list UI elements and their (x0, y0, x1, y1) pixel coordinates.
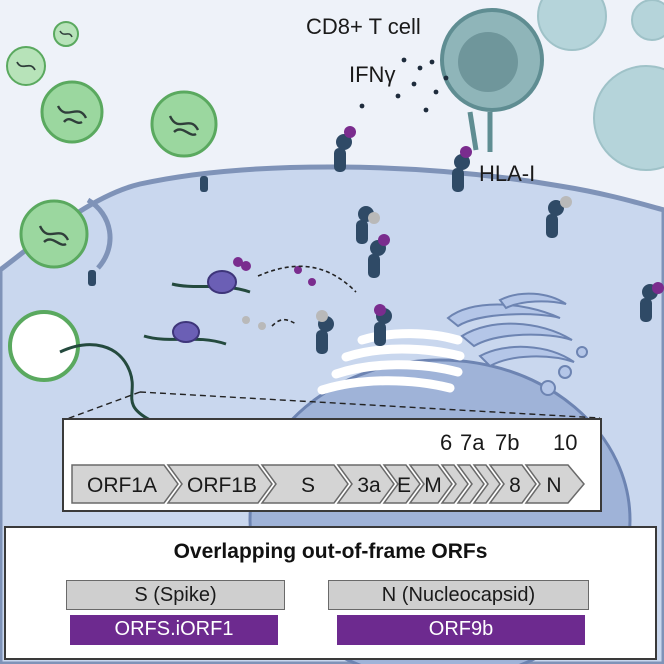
gene-label-e: E (397, 474, 411, 497)
gene-number-6: 6 (440, 430, 453, 455)
gene-arrow-8 (488, 464, 537, 504)
orf9b-bar: ORF9b (337, 615, 585, 645)
gene-label-m: M (424, 474, 442, 497)
gene-label-8: 8 (509, 474, 521, 497)
panel-title: Overlapping out-of-frame ORFs (173, 540, 488, 563)
genome-map-panel: 6 7a 7b 10 ORF1A ORF1B S 3a E M 8 N (62, 418, 602, 512)
iorf1-bar: ORFS.iORF1 (70, 615, 278, 645)
gene-arrow-6 (440, 464, 469, 504)
gene-number-7a: 7a (460, 430, 485, 455)
ifn-gamma-dots (359, 57, 449, 113)
genome-arrows: ORF1A ORF1B S 3a E M 8 N (71, 464, 585, 504)
gene-number-10: 10 (553, 430, 578, 455)
gene-number-7b: 7b (495, 430, 520, 455)
endoplasmic-reticulum (317, 329, 465, 395)
spike-gene-bar: S (Spike) (66, 580, 285, 610)
zoom-guides (63, 391, 601, 421)
ifn-gamma-label: IFNγ (349, 62, 396, 87)
gene-label-orf1a: ORF1A (87, 474, 157, 497)
gene-arrow-s (260, 464, 349, 504)
gene-arrow-m (408, 464, 453, 504)
gene-arrow-7a (456, 464, 485, 504)
gene-arrow-orf1a (71, 464, 179, 504)
gene-arrow-orf1b (166, 464, 273, 504)
hla-molecules (88, 126, 664, 354)
nucleocapsid-gene-bar: N (Nucleocapsid) (328, 580, 589, 610)
peptides (233, 257, 316, 330)
gene-arrow-e (382, 464, 421, 504)
hla-i-label: HLA-I (479, 161, 536, 186)
cd8-t-cell-label: CD8+ T cell (306, 14, 421, 39)
golgi-apparatus (446, 292, 588, 396)
gene-arrow-n (524, 464, 585, 504)
virus-particles (6, 21, 218, 382)
overlapping-orfs-panel: Overlapping out-of-frame ORFs S (Spike) … (4, 526, 657, 660)
gene-label-orf1b: ORF1B (187, 474, 257, 497)
cd8-t-cell (440, 8, 544, 152)
gene-arrow-7b (472, 464, 501, 504)
ribosomes (172, 270, 237, 343)
gene-label-3a: 3a (357, 474, 381, 497)
gene-arrow-3a (336, 464, 395, 504)
transport-arrows (257, 265, 357, 327)
gene-label-s: S (301, 474, 315, 497)
gene-label-n: N (546, 474, 561, 497)
